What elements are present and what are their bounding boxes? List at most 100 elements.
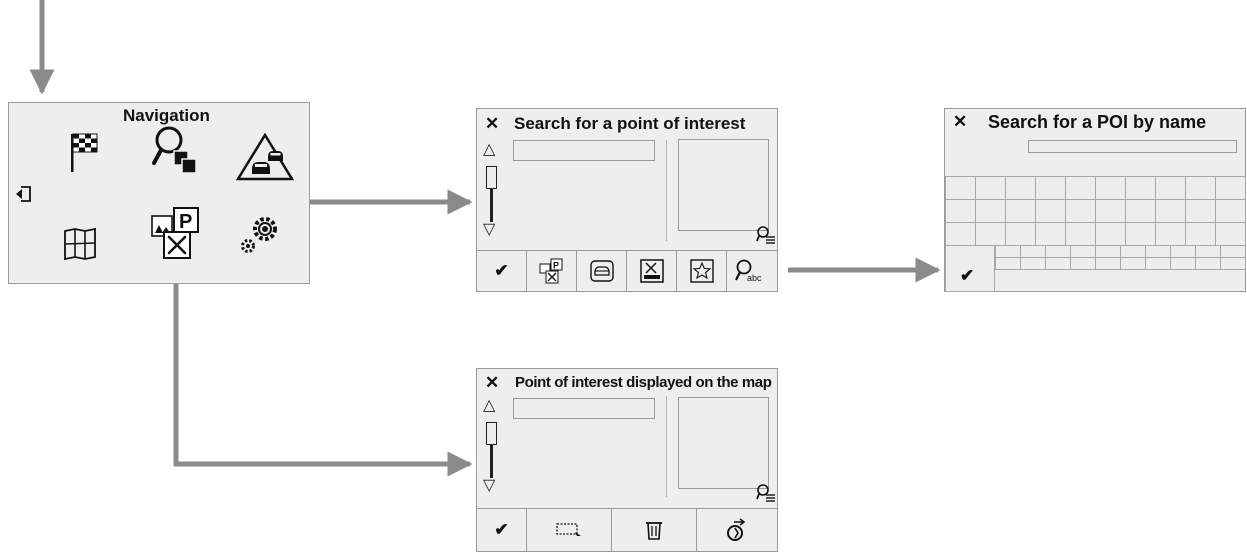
navigation-menu-panel: Navigation: [8, 102, 310, 284]
svg-text:P: P: [553, 261, 559, 271]
keyboard-key[interactable]: [1170, 257, 1196, 270]
vehicle-services-button[interactable]: [577, 251, 627, 291]
confirm-button[interactable]: ✔: [477, 251, 527, 291]
keyboard-key[interactable]: [1065, 222, 1096, 246]
scroll-down-icon[interactable]: ▽: [483, 477, 496, 494]
preview-area: [678, 397, 769, 489]
select-area-button[interactable]: [527, 509, 612, 551]
keyboard-key[interactable]: [1005, 176, 1036, 200]
select-area-icon: [556, 523, 581, 536]
confirm-button[interactable]: ✔: [477, 509, 527, 551]
exit-icon[interactable]: [15, 185, 33, 203]
keyboard-key[interactable]: [1185, 176, 1216, 200]
close-icon[interactable]: ✕: [485, 373, 500, 392]
name-input-field[interactable]: [1028, 140, 1237, 153]
svg-text:P: P: [179, 211, 192, 233]
star-icon: [689, 259, 714, 283]
keyboard-key[interactable]: [1155, 199, 1186, 223]
keyboard-key[interactable]: [1185, 222, 1216, 246]
search-by-name-button[interactable]: abc: [727, 251, 777, 291]
preview-area: [678, 139, 769, 231]
scrollbar-track[interactable]: [490, 189, 493, 222]
keyboard-key[interactable]: [1155, 176, 1186, 200]
poi-by-name-panel: ✕ Search for a POI by name ✔: [944, 108, 1246, 292]
settings-icon[interactable]: [237, 213, 281, 257]
keyboard-key[interactable]: [945, 222, 976, 246]
keyboard-key[interactable]: [1185, 199, 1216, 223]
show-on-map-button[interactable]: [697, 509, 777, 551]
keyboard-confirm-key[interactable]: [945, 245, 995, 292]
keyboard-key[interactable]: [1005, 222, 1036, 246]
show-on-map-icon: [727, 518, 746, 541]
close-icon[interactable]: ✕: [953, 112, 968, 131]
keyboard-key[interactable]: [1145, 257, 1171, 270]
search-destination-icon[interactable]: [152, 125, 204, 181]
checkered-flag-icon[interactable]: [67, 131, 105, 175]
keyboard: [945, 176, 1246, 292]
keyboard-key[interactable]: [1070, 257, 1096, 270]
poi-by-name-title: Search for a POI by name: [988, 112, 1207, 132]
keyboard-key[interactable]: [1005, 199, 1036, 223]
poi-search-panel: ✕ Search for a point of interest △ ▽ ✔ P: [476, 108, 778, 292]
keyboard-key[interactable]: [1020, 257, 1046, 270]
keyboard-key[interactable]: [1095, 257, 1121, 270]
scrollbar-thumb[interactable]: [486, 166, 497, 189]
poi-map-title: Point of interest displayed on the map: [515, 374, 772, 391]
keyboard-key[interactable]: [1215, 199, 1246, 223]
traffic-warning-icon[interactable]: [236, 133, 294, 181]
keyboard-key[interactable]: [1095, 222, 1126, 246]
map-icon[interactable]: [63, 227, 97, 261]
result-field[interactable]: [513, 398, 655, 419]
keyboard-key[interactable]: [1035, 222, 1066, 246]
poi-map-toolbar: ✔: [477, 508, 777, 551]
keyboard-key[interactable]: [1095, 199, 1126, 223]
delete-button[interactable]: [612, 509, 697, 551]
keyboard-key[interactable]: [995, 257, 1021, 270]
search-list-icon[interactable]: [756, 483, 776, 503]
search-list-icon[interactable]: [756, 225, 776, 245]
keyboard-key[interactable]: [1155, 222, 1186, 246]
keyboard-key[interactable]: [1125, 176, 1156, 200]
keyboard-key[interactable]: [1065, 176, 1096, 200]
keyboard-key[interactable]: [1125, 199, 1156, 223]
keyboard-key[interactable]: [1195, 257, 1221, 270]
close-icon[interactable]: ✕: [485, 114, 500, 133]
keyboard-key[interactable]: [1035, 176, 1066, 200]
keyboard-key[interactable]: [945, 199, 976, 223]
scrollbar-thumb[interactable]: [486, 422, 497, 445]
poi-map-panel: ✕ Point of interest displayed on the map…: [476, 368, 778, 552]
confirm-button[interactable]: ✔: [960, 266, 975, 285]
svg-text:abc: abc: [747, 273, 762, 283]
keyboard-key[interactable]: [1035, 199, 1066, 223]
keyboard-key[interactable]: [1220, 257, 1246, 270]
poi-category-icon: P: [539, 258, 562, 284]
scroll-up-icon[interactable]: △: [483, 141, 496, 158]
keyboard-key[interactable]: [1095, 176, 1126, 200]
keyboard-key[interactable]: [1120, 257, 1146, 270]
divider: [666, 140, 667, 241]
poi-search-title: Search for a point of interest: [514, 114, 746, 133]
keyboard-key[interactable]: [1215, 176, 1246, 200]
keyboard-key[interactable]: [975, 176, 1006, 200]
poi-category-button[interactable]: P: [527, 251, 577, 291]
hotel-button[interactable]: [627, 251, 677, 291]
poi-category-icon[interactable]: P: [150, 206, 202, 262]
scrollbar-track[interactable]: [490, 445, 493, 478]
poi-search-toolbar: ✔ P: [477, 250, 777, 291]
keyboard-key[interactable]: [945, 176, 976, 200]
divider: [666, 396, 667, 497]
scroll-up-icon[interactable]: △: [483, 397, 496, 414]
keyboard-key[interactable]: [975, 199, 1006, 223]
keyboard-key[interactable]: [1065, 199, 1096, 223]
favorite-button[interactable]: [677, 251, 727, 291]
keyboard-key[interactable]: [1045, 257, 1071, 270]
trash-icon: [646, 522, 662, 540]
car-icon: [589, 260, 614, 282]
keyboard-key[interactable]: [975, 222, 1006, 246]
scroll-down-icon[interactable]: ▽: [483, 221, 496, 238]
keyboard-key[interactable]: [1125, 222, 1156, 246]
result-field[interactable]: [513, 140, 655, 161]
navigation-title: Navigation: [123, 106, 210, 125]
search-by-name-icon: abc: [735, 259, 762, 283]
keyboard-key[interactable]: [1215, 222, 1246, 246]
